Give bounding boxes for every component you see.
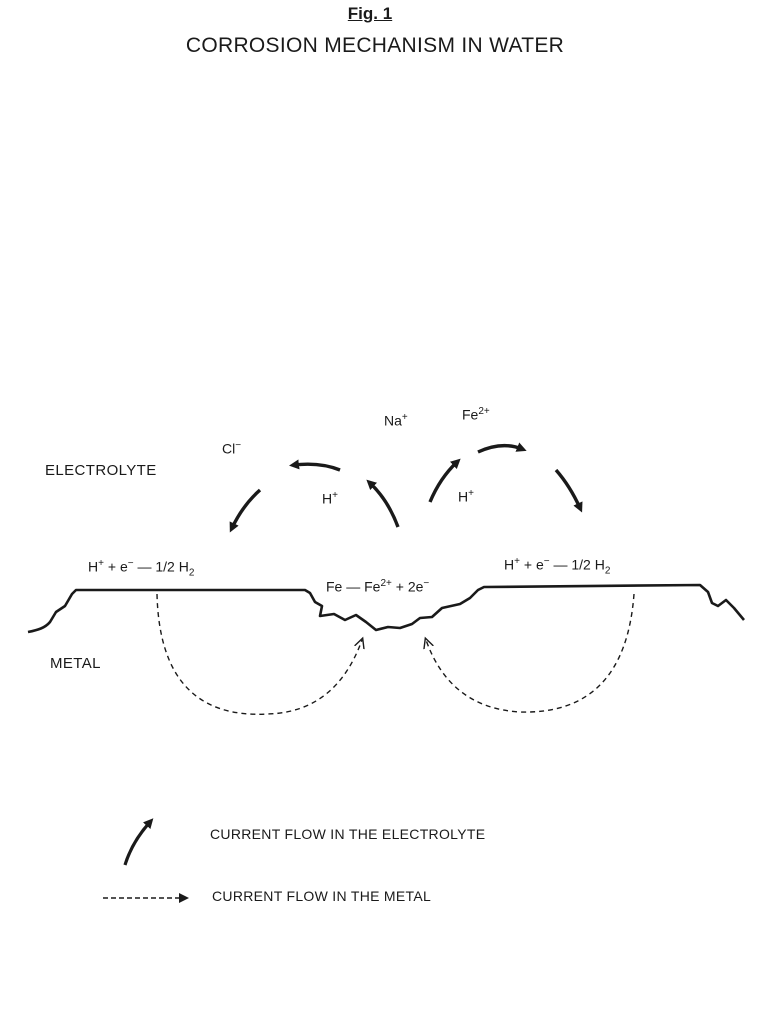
legend-solid-arrow-icon (123, 818, 154, 866)
figure-number: Fig. 1 (347, 4, 393, 23)
sodium-ion: Na+ (384, 412, 408, 429)
hydrogen-ion-left: H+ (322, 490, 338, 507)
metal-current-loop-right (426, 593, 635, 713)
figure-title: CORROSION MECHANISM IN WATER (185, 34, 565, 57)
electrolyte-arrow-center-up-right (428, 458, 461, 503)
metal-surface (27, 583, 745, 634)
left-cathode-reaction: H+ + e− — 1/2 H2 (88, 558, 195, 579)
metal-current-loop-left (156, 593, 362, 715)
electrolyte-label: ELECTROLYTE (45, 462, 157, 479)
electrolyte-arrow-center-up-left (366, 479, 400, 528)
electrolyte-arrow-top-right (477, 442, 527, 454)
electrolyte-arrow-top-left (289, 459, 341, 472)
metal-label: METAL (50, 655, 101, 672)
chloride-ion: Cl− (222, 440, 242, 457)
legend-electrolyte-flow: CURRENT FLOW IN THE ELECTROLYTE (210, 826, 486, 842)
electrolyte-arrow-right-down (554, 468, 583, 513)
right-cathode-reaction: H+ + e− — 1/2 H2 (504, 556, 611, 577)
hydrogen-ion-right: H+ (458, 488, 474, 505)
legend-metal-flow: CURRENT FLOW IN THE METAL (212, 888, 432, 904)
anode-reaction: Fe — Fe2+ + 2e− (326, 578, 430, 595)
iron-ion: Fe2+ (462, 406, 490, 423)
electrolyte-arrow-left-down (229, 488, 262, 533)
